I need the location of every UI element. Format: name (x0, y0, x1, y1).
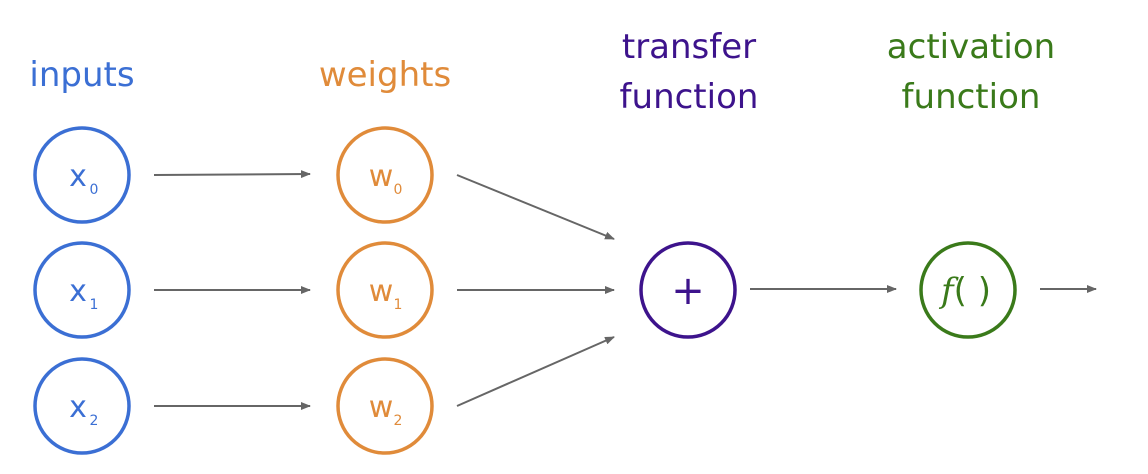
weights-heading: weights (319, 55, 451, 95)
weight-node-index: 0 (394, 182, 403, 198)
input-node-2: x 2 (33, 357, 131, 455)
weight-node-2: w 2 (336, 357, 434, 455)
activation-node-label: f( ) (938, 271, 991, 311)
arrow-weight0-transfer (456, 174, 615, 240)
input-node-circle (33, 126, 131, 224)
inputs-heading: inputs (29, 55, 134, 95)
weight-node-1: w 1 (336, 241, 434, 339)
input-node-index: 0 (90, 182, 99, 198)
transfer-heading-line2: function (620, 77, 759, 117)
input-node-symbol: x (69, 274, 87, 309)
input-node-circle (33, 357, 131, 455)
activation-node: f( ) (919, 241, 1017, 339)
activation-heading-line2: function (902, 77, 1041, 117)
input-node-index: 2 (90, 413, 99, 429)
transfer-heading-line1: transfer (622, 27, 756, 67)
arrow-input0-weight0 (153, 170, 311, 179)
weight-node-circle (336, 126, 434, 224)
transfer-node: + (639, 241, 737, 339)
arrow-weight2-transfer (456, 336, 615, 407)
weight-node-symbol: w (369, 390, 394, 425)
weight-node-0: w 0 (336, 126, 434, 224)
input-node-0: x 0 (33, 126, 131, 224)
input-node-index: 1 (90, 297, 99, 313)
weight-node-index: 1 (394, 297, 403, 313)
weight-node-symbol: w (369, 159, 394, 194)
input-node-symbol: x (69, 159, 87, 194)
activation-node-circle (919, 241, 1017, 339)
input-node-circle (33, 241, 131, 339)
plus-icon: + (671, 268, 705, 314)
weight-node-symbol: w (369, 274, 394, 309)
transfer-node-circle (639, 241, 737, 339)
weight-node-index: 2 (394, 413, 403, 429)
input-node-1: x 1 (33, 241, 131, 339)
activation-heading-line1: activation (887, 27, 1055, 67)
weight-node-circle (336, 357, 434, 455)
input-node-symbol: x (69, 390, 87, 425)
activation-function-parens: ( ) (954, 271, 991, 311)
weight-node-circle (336, 241, 434, 339)
